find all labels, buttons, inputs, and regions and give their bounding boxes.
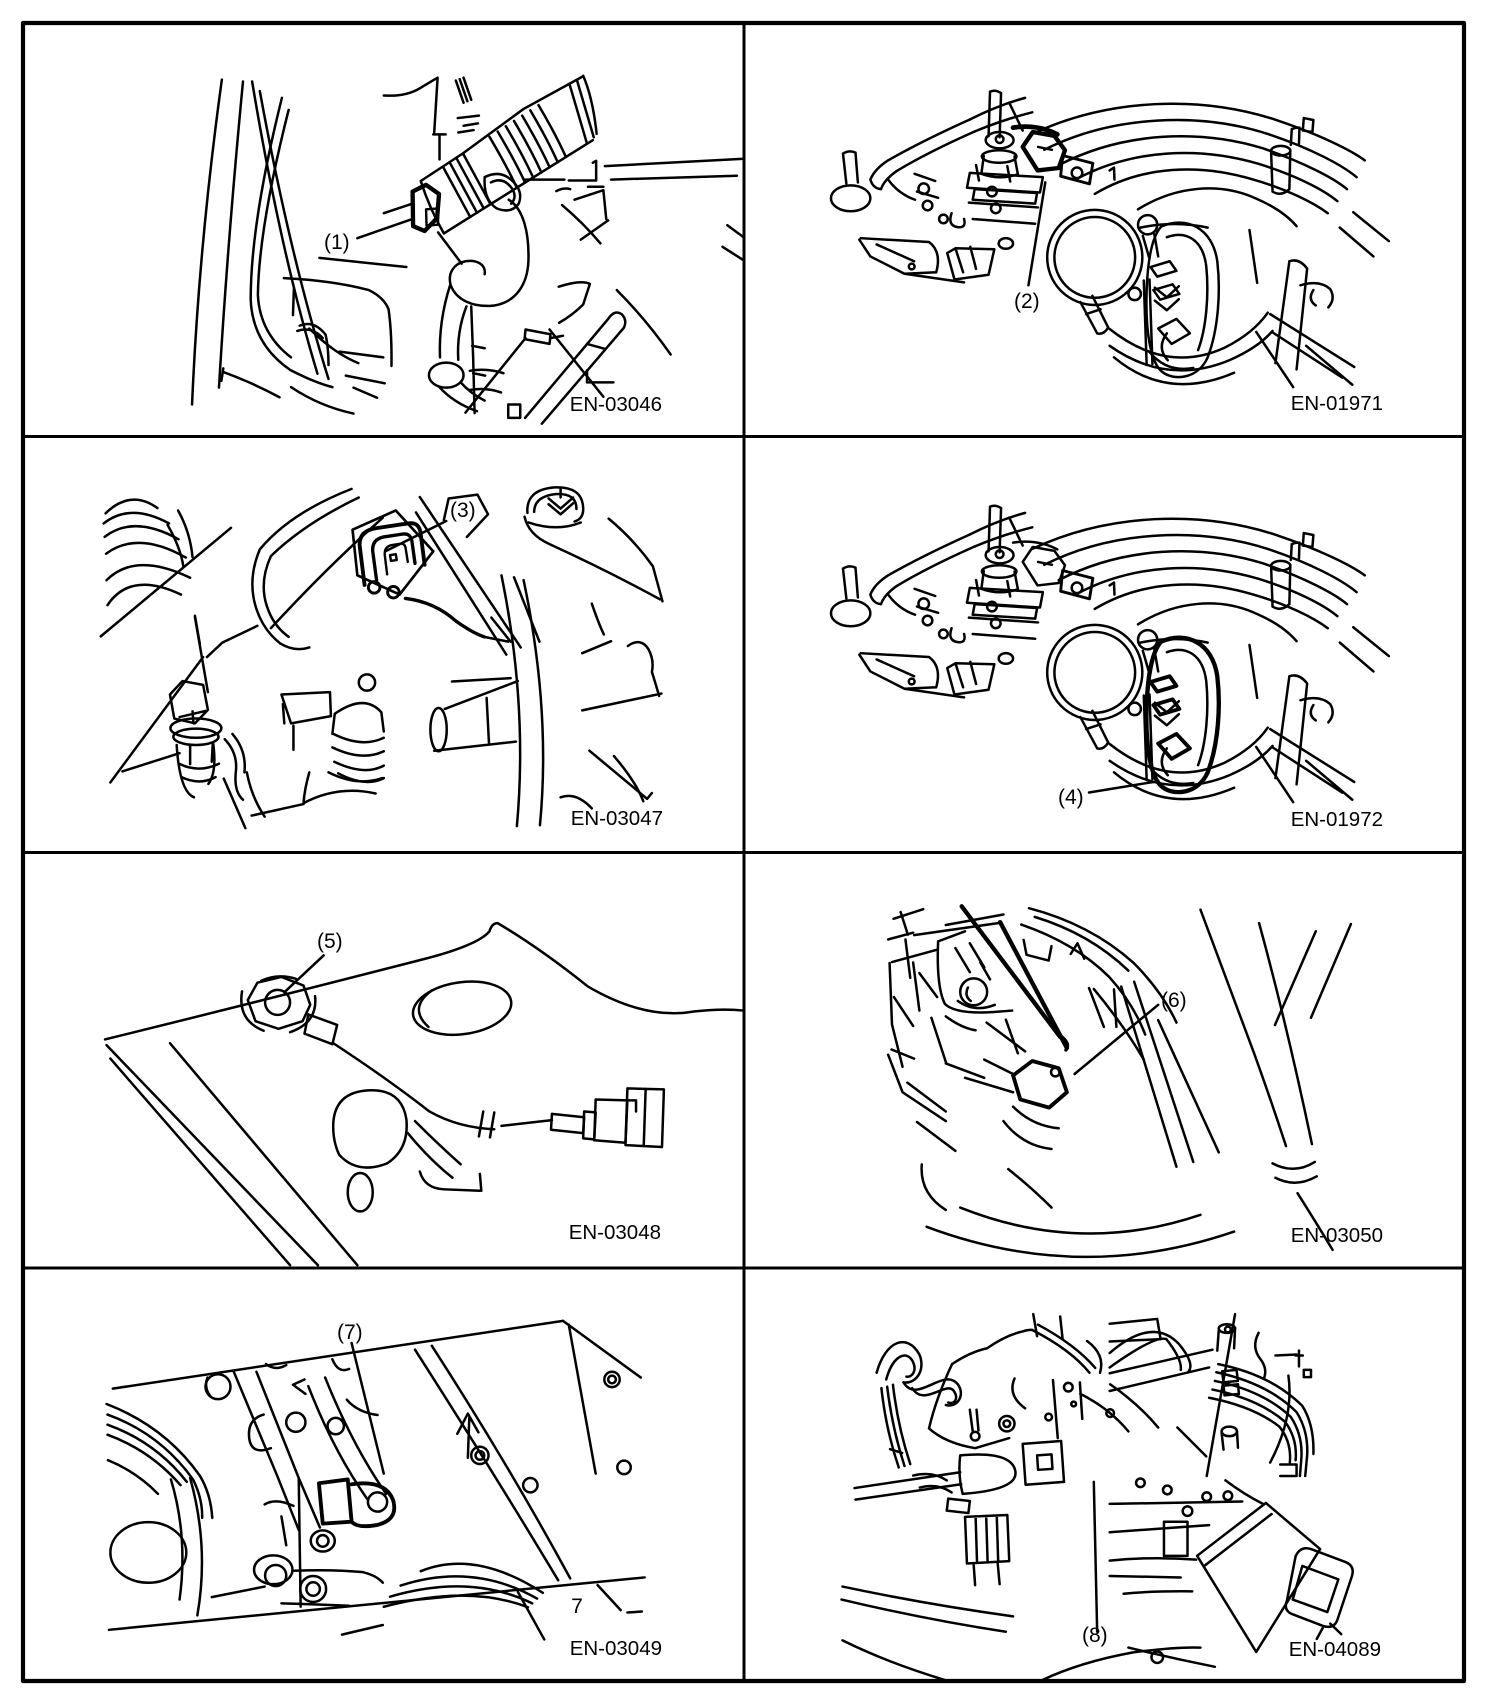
svg-text:EN-03050: EN-03050 <box>1291 1224 1383 1247</box>
svg-text:EN-03046: EN-03046 <box>570 393 662 416</box>
svg-text:(4): (4) <box>1058 786 1084 809</box>
svg-text:EN-01972: EN-01972 <box>1291 808 1383 831</box>
svg-text:EN-01971: EN-01971 <box>1291 392 1383 415</box>
svg-text:(1): (1) <box>324 231 350 254</box>
svg-text:(2): (2) <box>1014 290 1040 313</box>
svg-text:(8): (8) <box>1082 1624 1108 1647</box>
svg-text:(5): (5) <box>317 930 343 953</box>
svg-text:EN-04089: EN-04089 <box>1289 1638 1381 1661</box>
svg-text:EN-03049: EN-03049 <box>570 1637 662 1660</box>
svg-text:EN-03048: EN-03048 <box>569 1221 661 1244</box>
svg-text:EN-03047: EN-03047 <box>571 807 663 830</box>
svg-text:(7): (7) <box>337 1321 363 1344</box>
svg-text:(6): (6) <box>1161 989 1187 1012</box>
svg-text:(3): (3) <box>450 499 476 522</box>
svg-text:7: 7 <box>571 1595 583 1618</box>
